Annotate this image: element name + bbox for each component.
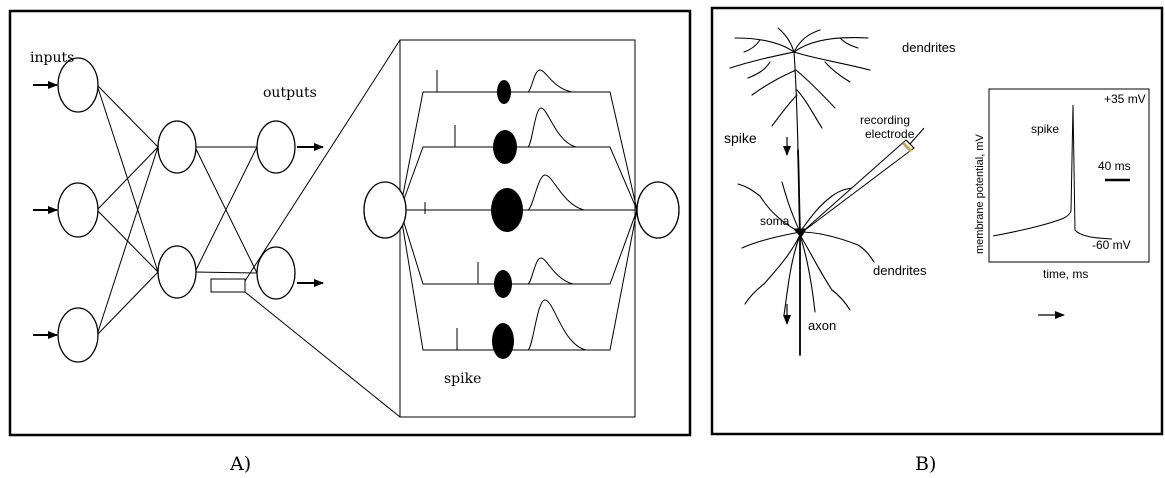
postsynaptic-node [636, 181, 680, 239]
presynaptic-node [363, 181, 407, 239]
peak-voltage-label: +35 mV [1104, 92, 1146, 106]
output-node [256, 120, 296, 174]
hidden-node [157, 245, 197, 299]
outputs-label: outputs [263, 85, 317, 101]
neuron-drawing [729, 27, 875, 356]
action-potential-waveform [992, 104, 1113, 240]
trace-frame [988, 88, 1150, 263]
synapse-weights [491, 80, 523, 359]
psp-curve [527, 69, 573, 93]
recording-electrode [800, 127, 925, 234]
psp-curve [527, 174, 585, 211]
basal-dendrites [737, 181, 875, 316]
scale-bar-label: 40 ms [1098, 159, 1131, 173]
panel-b-frame [710, 6, 1164, 436]
inputs-label: inputs [30, 50, 74, 66]
soma-label: soma [760, 214, 790, 228]
apical-dendrites [729, 27, 871, 151]
y-axis-label: membrane potential, mV [974, 134, 986, 254]
hidden-node [157, 120, 197, 174]
synapse-weight [492, 323, 514, 359]
panel-a-frame [8, 9, 692, 437]
trace-spike-label: spike [1031, 122, 1059, 136]
synapse-weight [493, 130, 517, 164]
panel-a: inputs outputs spike A) [8, 9, 692, 475]
output-node [256, 246, 296, 300]
panel-a-caption: A) [229, 453, 251, 475]
synapse-weight [494, 270, 512, 298]
network-nodes [57, 57, 296, 363]
spike-neuron-label: spike [724, 130, 757, 146]
spike-ticks [424, 70, 479, 350]
panel-b-arrows [783, 137, 1065, 325]
synapse-weight [497, 80, 511, 104]
input-node [57, 57, 99, 113]
output-arrows [297, 143, 324, 287]
dendrites-top-label: dendrites [902, 40, 956, 55]
postsynaptic-potentials [527, 69, 587, 351]
input-node [57, 182, 99, 238]
dendrites-bottom-label: dendrites [873, 263, 927, 278]
zoom-inset-frame [399, 39, 636, 418]
zoom-source-box [210, 278, 246, 293]
recording-electrode-label-2: electrode [865, 127, 915, 141]
psp-curve [527, 299, 587, 351]
membrane-potential-trace: +35 mV spike 40 ms -60 mV time, ms membr… [974, 88, 1150, 281]
panel-b-caption: B) [915, 453, 936, 475]
recording-electrode-label-1: recording [860, 113, 910, 127]
rest-voltage-label: -60 mV [1092, 238, 1131, 252]
axon-label: axon [808, 318, 836, 333]
psp-curve [527, 107, 577, 148]
input-node [57, 307, 99, 363]
input-arrows [33, 81, 58, 339]
spike-label: spike [444, 371, 481, 387]
zoom-inset [363, 39, 680, 418]
synapse-weight [491, 188, 523, 232]
network-connections [96, 39, 401, 418]
psp-curve [527, 257, 574, 285]
electrode-pointer [909, 127, 925, 145]
x-axis-label: time, ms [1043, 267, 1088, 281]
panel-b: dendrites spike recording electrode soma… [710, 6, 1164, 475]
